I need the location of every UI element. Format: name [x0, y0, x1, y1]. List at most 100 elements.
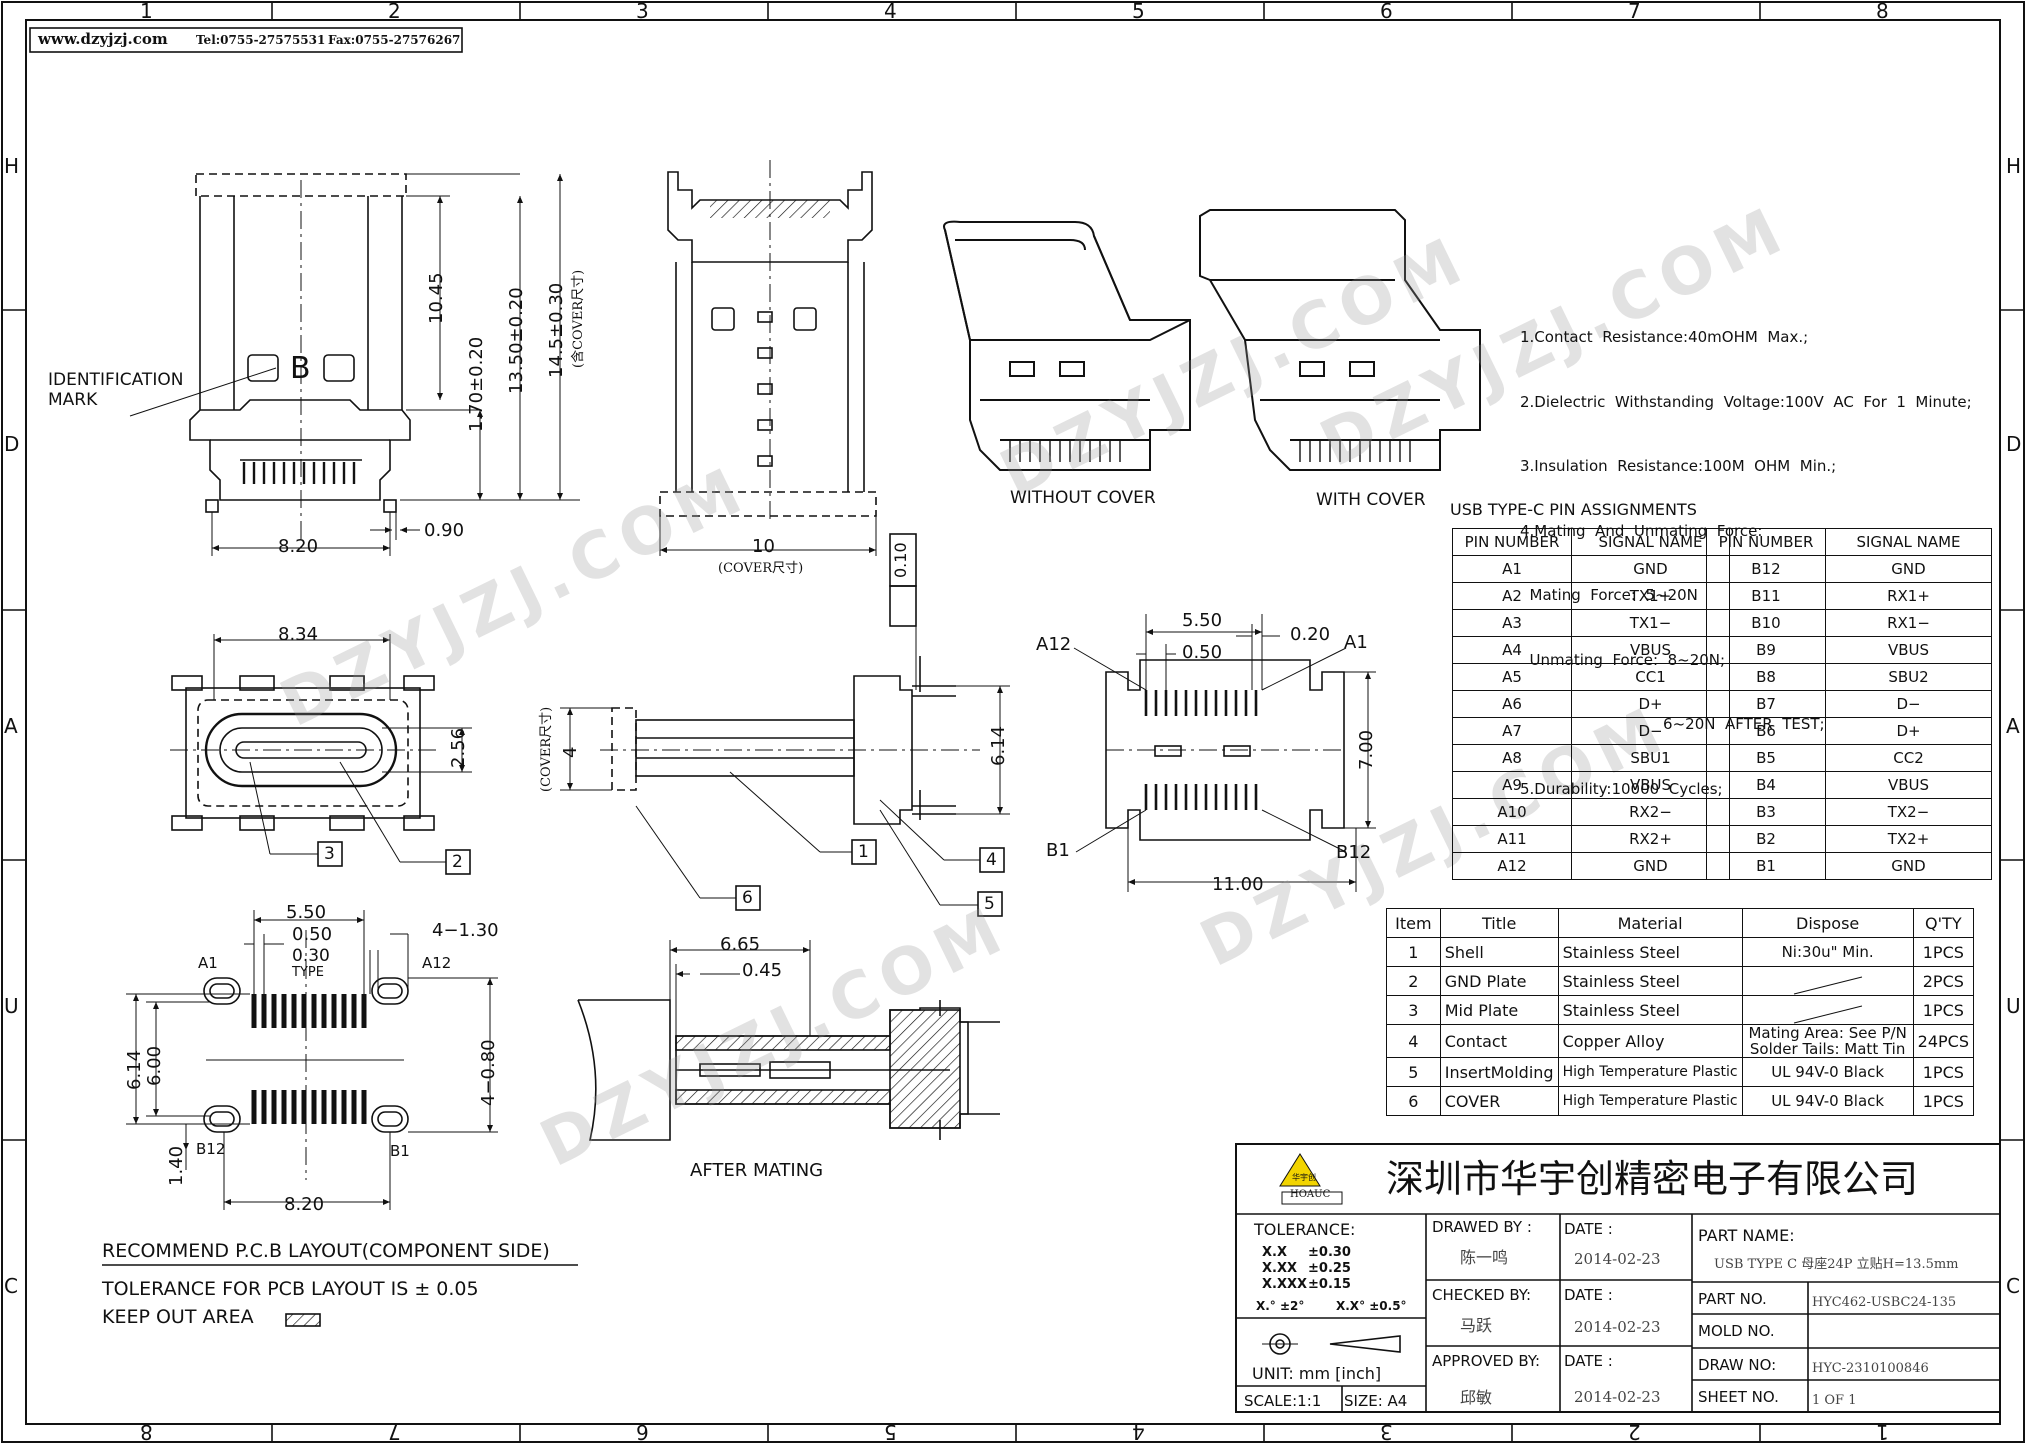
pcb-tolerance-note: TOLERANCE FOR PCB LAYOUT IS ± 0.05: [102, 1278, 479, 1300]
pin-number: A2: [1452, 582, 1572, 610]
bom-header: Title: [1439, 908, 1559, 938]
keep-out-area-label: KEEP OUT AREA: [102, 1306, 254, 1328]
frame-col-label: 7: [1628, 0, 1641, 23]
dim-2-56: 2.56: [448, 727, 469, 768]
bom-title: Contact: [1439, 1024, 1559, 1058]
flatness-value: 0.10: [891, 542, 910, 578]
pcb-dim-0-30: 0.30: [292, 946, 330, 966]
signal-name: RX1+: [1825, 582, 1992, 610]
dim-0-50: 0.50: [1182, 642, 1223, 663]
bom-dispose: Ni:30u" Min.: [1741, 937, 1914, 967]
pcb-type-label: TYPE: [292, 965, 324, 980]
bom-qty: 1PCS: [1912, 995, 1975, 1025]
pcb-dim-6-14: 6.14: [124, 1049, 145, 1090]
frame-col-label: 3: [1380, 1420, 1393, 1444]
dim-8-20: 8.20: [278, 536, 319, 557]
pin-number: A8: [1452, 744, 1572, 772]
bom-dispose: [1741, 966, 1914, 996]
tol-row: X.X: [1262, 1245, 1287, 1260]
bom-dispose: UL 94V-0 Black: [1741, 1086, 1914, 1116]
fax-label: Fax:0755-27576267: [328, 33, 461, 47]
date-label: DATE :: [1564, 1352, 1613, 1370]
dim-0-45: 0.45: [742, 960, 783, 981]
pcb-dim-8-20: 8.20: [284, 1194, 325, 1215]
dim-14-5-note: (含COVER尺寸): [571, 269, 586, 368]
pin-number: A6: [1452, 690, 1572, 718]
pin-number: A12: [1452, 852, 1572, 880]
frame-col-label: 1: [1876, 1420, 1889, 1444]
pcb-dim-0-50: 0.50: [292, 924, 333, 945]
bom-qty: 1PCS: [1912, 1057, 1975, 1087]
frame-row-label: D: [2006, 432, 2022, 456]
identification-mark-letter: B: [290, 351, 311, 386]
company-name: 深圳市华宇创精密电子有限公司: [1386, 1157, 1919, 1201]
bom-title: Shell: [1439, 937, 1559, 967]
dim-13-50: 13.50±0.20: [506, 287, 527, 394]
dim-8-34: 8.34: [278, 624, 319, 645]
bom-material: Stainless Steel: [1557, 995, 1743, 1025]
date-label: DATE :: [1564, 1220, 1613, 1238]
logo-cn: 华宇创: [1292, 1173, 1316, 1182]
pin-number: B2: [1706, 825, 1826, 853]
dim-7-00: 7.00: [1356, 729, 1377, 770]
dim-6-14: 6.14: [988, 725, 1009, 766]
dim-1-70: 1.70±0.20: [466, 336, 487, 432]
bom-qty: 1PCS: [1912, 1086, 1975, 1116]
part-name-label: PART NAME:: [1698, 1226, 1795, 1245]
pin-label-b1: B1: [1046, 840, 1070, 861]
dim-6-65: 6.65: [720, 934, 761, 955]
pin-assignments-title: USB TYPE-C PIN ASSIGNMENTS: [1450, 500, 1697, 519]
frame-row-label: H: [2006, 154, 2022, 178]
signal-name: GND: [1825, 852, 1992, 880]
frame-col-label: 5: [1132, 0, 1145, 23]
tol-row-value: ±0.25: [1308, 1261, 1351, 1276]
part-no-label: PART NO.: [1698, 1290, 1767, 1308]
callout-1: 1: [858, 842, 869, 862]
frame-col-label: 4: [1132, 1420, 1145, 1444]
angle-tol-1: X.° ±2°: [1256, 1299, 1305, 1313]
logo-text: HOAUC: [1290, 1189, 1331, 1200]
pin-number: A4: [1452, 636, 1572, 664]
draw-no-label: DRAW NO:: [1698, 1356, 1777, 1374]
frame-row-label: A: [4, 714, 18, 738]
date-checked: 2014-02-23: [1574, 1318, 1661, 1336]
draw-no-value: HYC-2310100846: [1812, 1361, 1929, 1376]
frame-row-label: U: [2006, 994, 2021, 1018]
part-name-value: USB TYPE C 母座24P 立贴H=13.5mm: [1714, 1257, 1959, 1272]
signal-name: CC2: [1825, 744, 1992, 772]
dim-10: 10: [752, 536, 775, 557]
pcb-dim-6-00: 6.00: [144, 1045, 165, 1086]
pcb-dim-5-50: 5.50: [286, 902, 327, 923]
bom-item: 1: [1386, 937, 1441, 967]
pin-number: A11: [1452, 825, 1572, 853]
bom-header: Dispose: [1741, 908, 1914, 938]
date-drawn: 2014-02-23: [1574, 1250, 1661, 1268]
frame-col-label: 6: [636, 1420, 649, 1444]
bom-item: 6: [1386, 1086, 1441, 1116]
pcb-label-b1: B1: [390, 1142, 410, 1160]
pin-number: B4: [1706, 771, 1826, 799]
signal-name: D+: [1825, 717, 1992, 745]
signal-name-header: SIGNAL NAME: [1825, 528, 1992, 556]
frame-row-label: C: [2006, 1274, 2020, 1298]
part-no-value: HYC462-USBC24-135: [1812, 1295, 1957, 1310]
bom-dispose: UL 94V-0 Black: [1741, 1057, 1914, 1087]
pin-number: B7: [1706, 690, 1826, 718]
spec-line: 1.Contact Resistance:40mOHM Max.;: [1520, 328, 1809, 346]
bom-material: Copper Alloy: [1557, 1024, 1743, 1058]
dim-5-50: 5.50: [1182, 610, 1223, 631]
approved-by-label: APPROVED BY:: [1432, 1352, 1541, 1370]
